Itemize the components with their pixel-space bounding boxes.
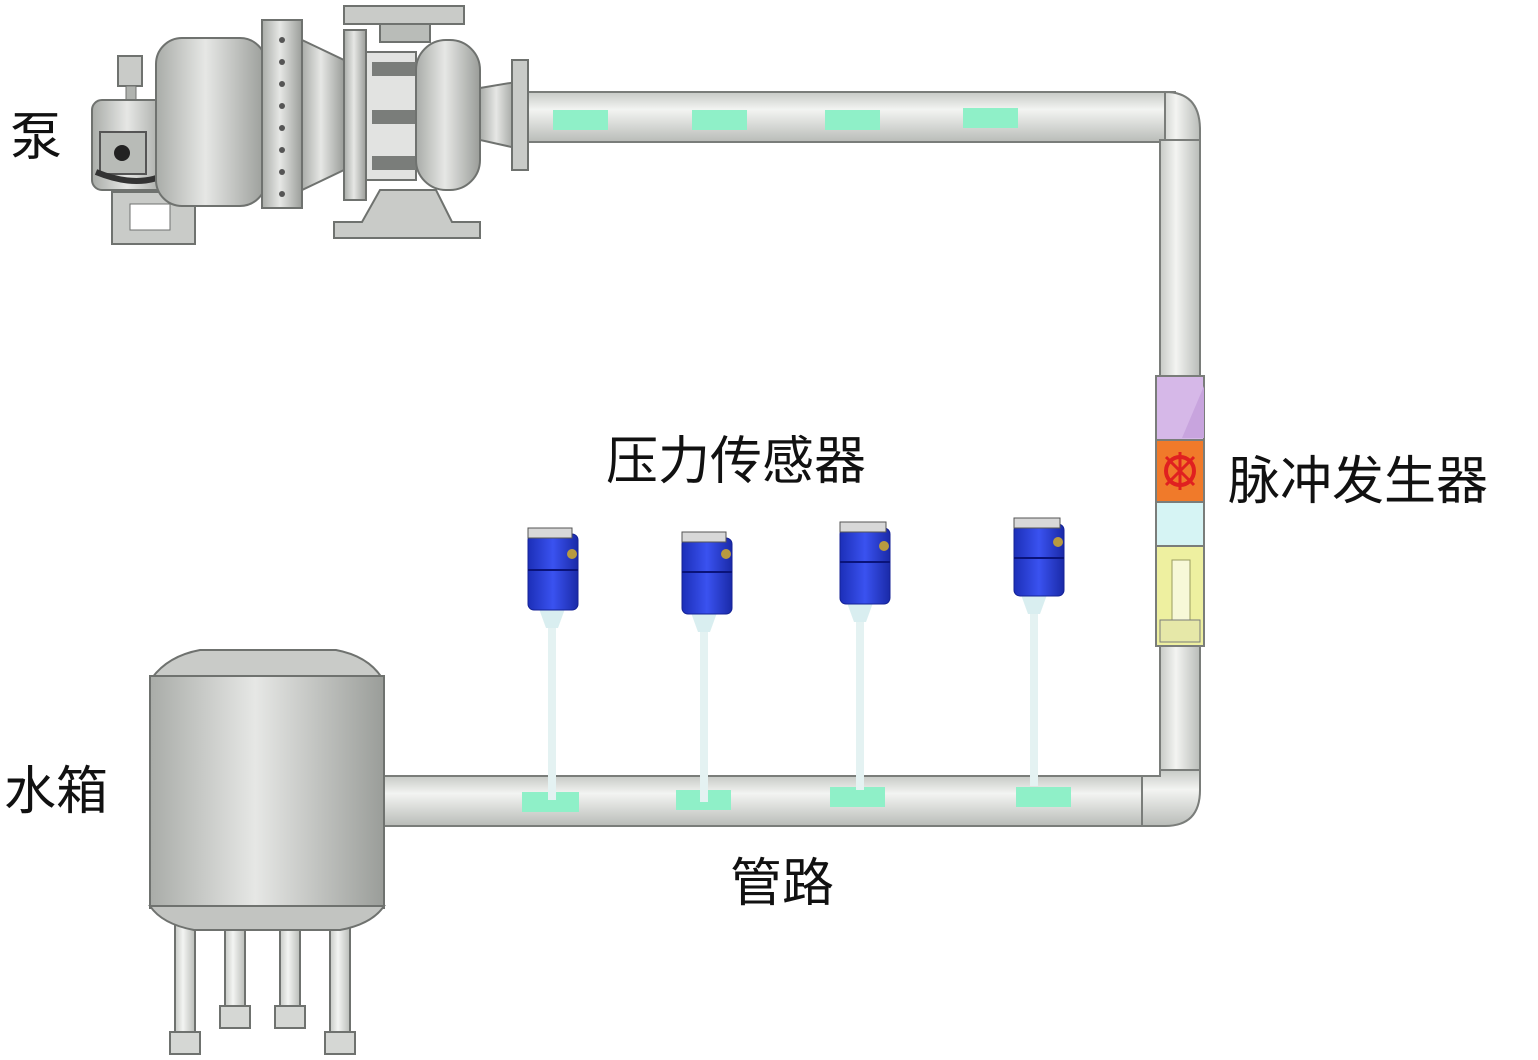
pump bbox=[91, 5, 529, 245]
pressure-sensor-1 bbox=[527, 527, 579, 800]
pump-label: 泵 bbox=[10, 108, 63, 168]
pressure-sensor-label: 压力传感器 bbox=[606, 432, 867, 492]
pressure-sensors bbox=[527, 517, 1065, 802]
pulse-generator bbox=[1155, 375, 1205, 647]
flow-marker bbox=[522, 792, 579, 812]
flow-marker bbox=[830, 787, 885, 807]
water-tank bbox=[148, 649, 386, 1055]
pressure-sensor-3 bbox=[839, 521, 891, 790]
top-pipe bbox=[524, 90, 1201, 211]
flow-markers bbox=[522, 108, 1071, 812]
flow-marker bbox=[553, 110, 608, 130]
flow-marker bbox=[692, 110, 747, 130]
pipeline-label: 管路 bbox=[730, 854, 835, 914]
water-tank-label: 水箱 bbox=[4, 762, 109, 822]
flow-marker bbox=[1016, 787, 1071, 807]
pressure-sensor-4 bbox=[1013, 517, 1065, 786]
pressure-sensor-2 bbox=[681, 531, 733, 802]
flow-marker bbox=[825, 110, 880, 130]
pulse-generator-label: 脉冲发生器 bbox=[1228, 452, 1489, 512]
flow-marker bbox=[963, 108, 1018, 128]
